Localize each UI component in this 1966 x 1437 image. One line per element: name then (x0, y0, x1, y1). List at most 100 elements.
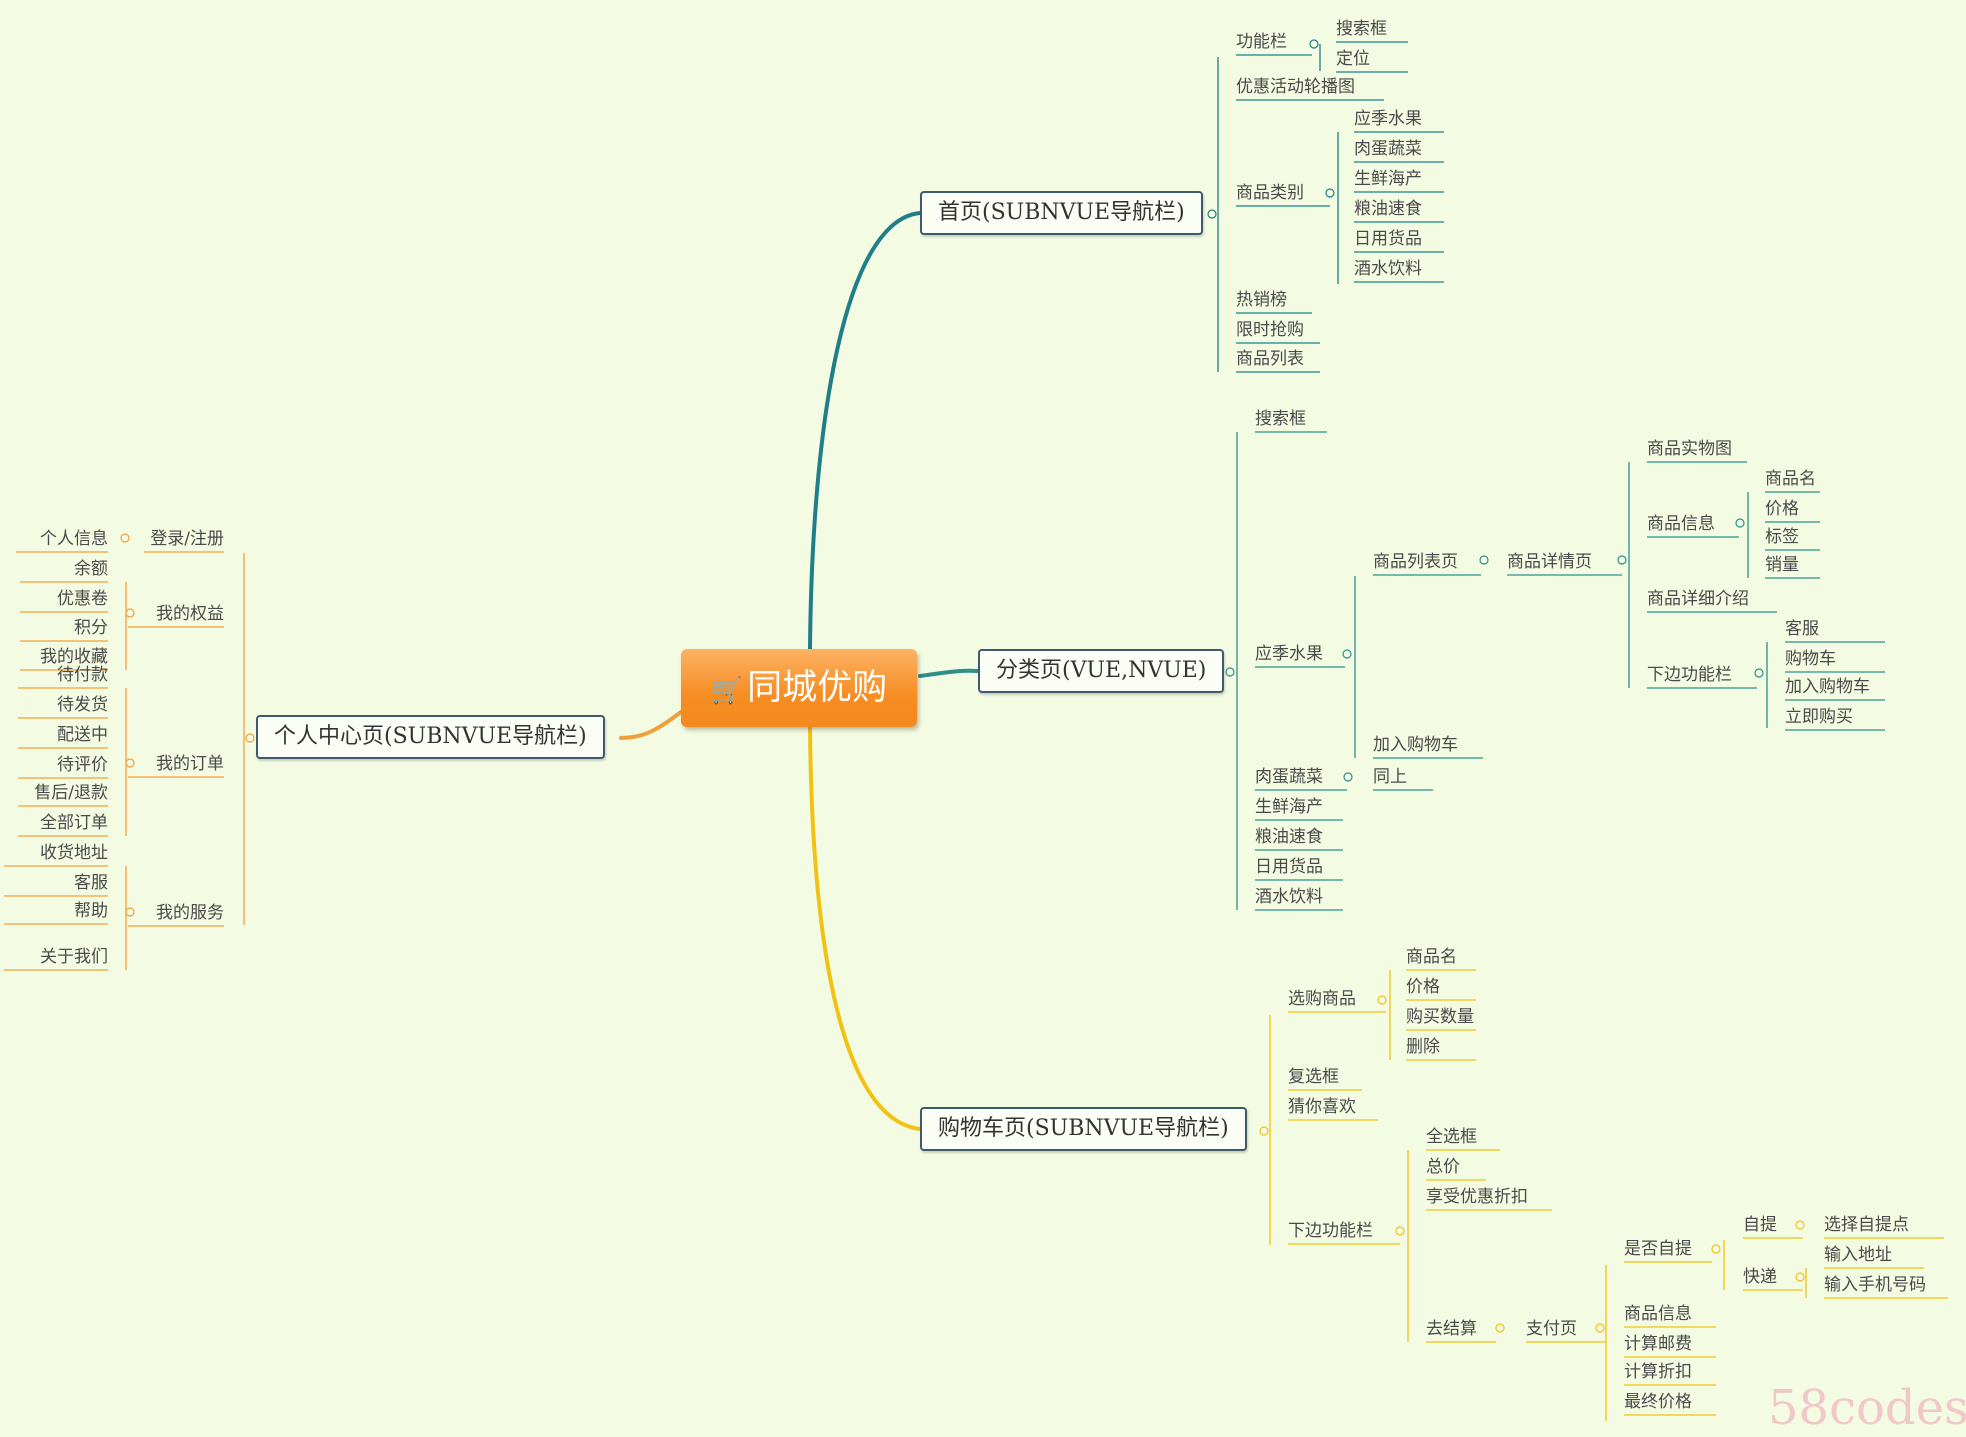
profile-order-item[interactable]: 售后/退款 (34, 783, 108, 803)
home-cat-item[interactable]: 应季水果 (1354, 109, 1422, 129)
cat-bottom-item[interactable]: 购物车 (1785, 649, 1836, 669)
cat-other[interactable]: 粮油速食 (1255, 827, 1323, 847)
collapse-toggle (1325, 188, 1335, 198)
collapse-toggle (1617, 555, 1627, 565)
cat-same[interactable]: 同上 (1373, 767, 1407, 787)
profile-rights-item[interactable]: 积分 (74, 618, 108, 638)
branch-curve (619, 710, 683, 740)
profile-rights[interactable]: 我的权益 (156, 604, 224, 624)
profile-service-item[interactable]: 关于我们 (40, 947, 108, 967)
cat-list-page[interactable]: 商品列表页 (1373, 552, 1458, 572)
cart-total[interactable]: 总价 (1426, 1157, 1460, 1177)
collapse-toggle (1395, 1226, 1405, 1236)
cat-bottom-item[interactable]: 加入购物车 (1785, 677, 1870, 697)
cat-detail-page[interactable]: 商品详情页 (1507, 552, 1592, 572)
cart-discount[interactable]: 享受优惠折扣 (1426, 1187, 1528, 1207)
cart-pay-item[interactable]: 商品信息 (1624, 1304, 1692, 1324)
home-flash[interactable]: 限时抢购 (1236, 320, 1304, 340)
profile-rights-item[interactable]: 余额 (74, 559, 108, 579)
cart-choose-item[interactable]: 价格 (1406, 977, 1440, 997)
cart-pay-item[interactable]: 最终价格 (1624, 1392, 1692, 1412)
home-cat-item[interactable]: 粮油速食 (1354, 199, 1422, 219)
collapse-toggle (1479, 555, 1489, 565)
collapse-toggle (125, 907, 135, 917)
profile-order-item[interactable]: 全部订单 (40, 813, 108, 833)
cart-address[interactable]: 输入地址 (1824, 1245, 1892, 1265)
cat-bottom-item[interactable]: 客服 (1785, 619, 1819, 639)
profile-order-item[interactable]: 待评价 (57, 755, 108, 775)
profile-orders[interactable]: 我的订单 (156, 754, 224, 774)
branch-cart[interactable]: 购物车页(SUBNVUE导航栏) (920, 1107, 1247, 1151)
collapse-toggle (1735, 518, 1745, 528)
cart-guess[interactable]: 猜你喜欢 (1288, 1097, 1356, 1117)
home-function-bar[interactable]: 功能栏 (1236, 32, 1287, 52)
cart-pay-page[interactable]: 支付页 (1526, 1319, 1577, 1339)
profile-service-item[interactable]: 帮助 (74, 901, 108, 921)
home-category[interactable]: 商品类别 (1236, 183, 1304, 203)
cart-pay-item[interactable]: 计算邮费 (1624, 1334, 1692, 1354)
home-cat-item[interactable]: 肉蛋蔬菜 (1354, 139, 1422, 159)
profile-info[interactable]: 个人信息 (40, 529, 108, 549)
collapse-toggle (1495, 1323, 1505, 1333)
collapse-toggle (245, 733, 255, 743)
cat-bottom-bar[interactable]: 下边功能栏 (1647, 665, 1732, 685)
cat-add-cart[interactable]: 加入购物车 (1373, 735, 1458, 755)
collapse-toggle (125, 758, 135, 768)
cat-info-item[interactable]: 价格 (1765, 499, 1799, 519)
collapse-toggle (1377, 995, 1387, 1005)
home-search[interactable]: 搜索框 (1336, 19, 1387, 39)
cat-info-item[interactable]: 销量 (1765, 555, 1799, 575)
cart-bottom-bar[interactable]: 下边功能栏 (1288, 1221, 1373, 1241)
home-cat-item[interactable]: 日用货品 (1354, 229, 1422, 249)
collapse-toggle (1343, 772, 1353, 782)
cat-other[interactable]: 酒水饮料 (1255, 887, 1323, 907)
branch-category[interactable]: 分类页(VUE,NVUE) (978, 649, 1225, 693)
home-cat-item[interactable]: 生鲜海产 (1354, 169, 1422, 189)
branch-profile[interactable]: 个人中心页(SUBNVUE导航栏) (256, 715, 605, 759)
cart-checkbox[interactable]: 复选框 (1288, 1067, 1339, 1087)
cat-meat[interactable]: 肉蛋蔬菜 (1255, 767, 1323, 787)
profile-rights-item[interactable]: 我的收藏 (40, 647, 108, 667)
profile-order-item[interactable]: 待发货 (57, 695, 108, 715)
profile-rights-item[interactable]: 优惠卷 (57, 589, 108, 609)
cart-choose-item[interactable]: 购买数量 (1406, 1007, 1474, 1027)
cat-bottom-item[interactable]: 立即购买 (1785, 707, 1853, 727)
cat-info-item[interactable]: 商品名 (1765, 469, 1816, 489)
cart-express[interactable]: 快递 (1743, 1267, 1777, 1287)
profile-service-item[interactable]: 收货地址 (40, 843, 108, 863)
cat-other[interactable]: 日用货品 (1255, 857, 1323, 877)
cart-pick-point[interactable]: 选择自提点 (1824, 1215, 1909, 1235)
cat-info-item[interactable]: 标签 (1765, 527, 1799, 547)
cart-select-all[interactable]: 全选框 (1426, 1127, 1477, 1147)
home-list[interactable]: 商品列表 (1236, 349, 1304, 369)
cat-photo[interactable]: 商品实物图 (1647, 439, 1732, 459)
profile-service[interactable]: 我的服务 (156, 903, 224, 923)
cart-checkout[interactable]: 去结算 (1426, 1319, 1477, 1339)
home-hot[interactable]: 热销榜 (1236, 290, 1287, 310)
cart-choose-item[interactable]: 删除 (1406, 1037, 1440, 1057)
cart-choose[interactable]: 选购商品 (1288, 989, 1356, 1009)
root-node[interactable]: 🛒同城优购 (681, 649, 917, 727)
cat-fruit[interactable]: 应季水果 (1255, 644, 1323, 664)
watermark: 58codes (1768, 1380, 1966, 1436)
cart-phone[interactable]: 输入手机号码 (1824, 1275, 1926, 1295)
cart-self-pick[interactable]: 是否自提 (1624, 1239, 1692, 1259)
home-banner[interactable]: 优惠活动轮播图 (1236, 77, 1355, 97)
cart-pick[interactable]: 自提 (1743, 1215, 1777, 1235)
cat-search[interactable]: 搜索框 (1255, 409, 1306, 429)
cat-info[interactable]: 商品信息 (1647, 514, 1715, 534)
profile-order-item[interactable]: 配送中 (57, 725, 108, 745)
home-cat-item[interactable]: 酒水饮料 (1354, 259, 1422, 279)
branch-curve (808, 211, 922, 651)
profile-login[interactable]: 登录/注册 (150, 529, 224, 549)
branch-home[interactable]: 首页(SUBNVUE导航栏) (920, 191, 1203, 235)
profile-service-item[interactable]: 客服 (74, 873, 108, 893)
profile-order-item[interactable]: 待付款 (57, 665, 108, 685)
cart-pay-item[interactable]: 计算折扣 (1624, 1362, 1692, 1382)
cat-detail-intro[interactable]: 商品详细介绍 (1647, 589, 1749, 609)
cart-choose-item[interactable]: 商品名 (1406, 947, 1457, 967)
collapse-toggle (1595, 1323, 1605, 1333)
home-locate[interactable]: 定位 (1336, 49, 1370, 69)
cat-other[interactable]: 生鲜海产 (1255, 797, 1323, 817)
